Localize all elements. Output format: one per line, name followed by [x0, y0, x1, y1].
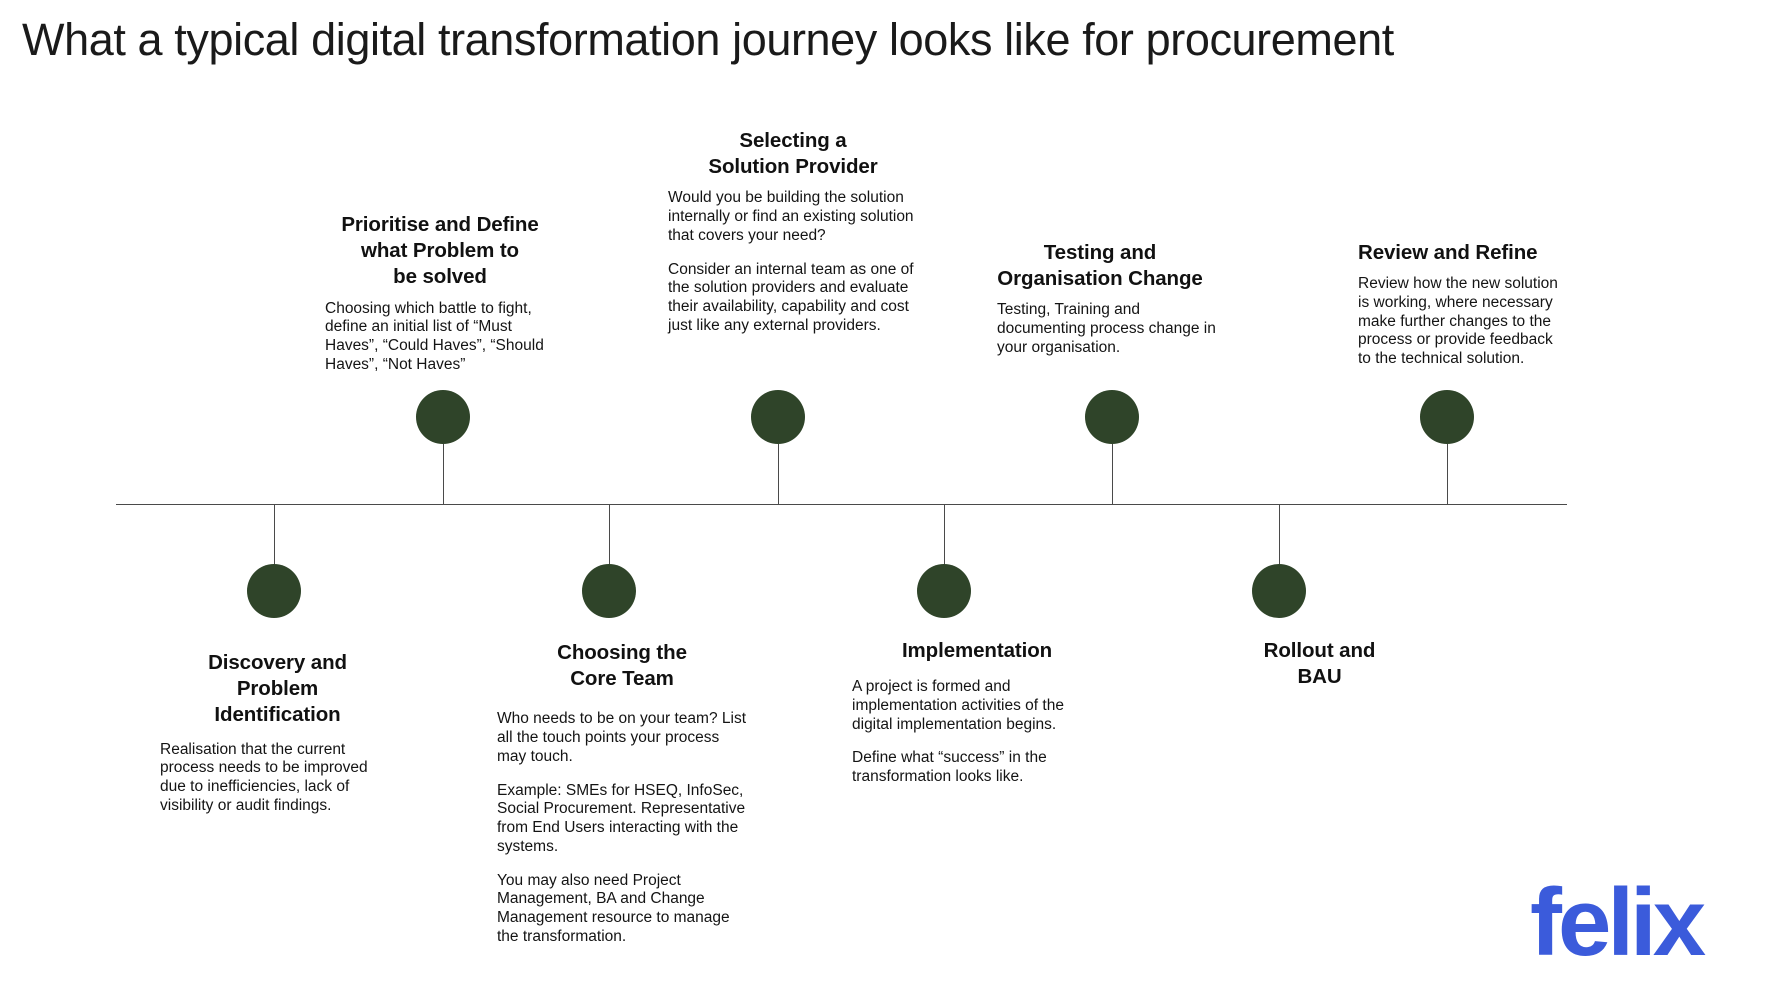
step-paragraph: Who needs to be on your team? List all t… [497, 710, 747, 765]
step-body-testing: Testing, Training and documenting proces… [975, 301, 1225, 357]
step-paragraph: Testing, Training and documenting proces… [997, 301, 1216, 356]
page-title: What a typical digital transformation jo… [22, 14, 1394, 65]
step-heading-review: Review and Refine [1358, 241, 1538, 264]
timeline-stem-rollout [1279, 505, 1280, 565]
step-paragraph: Realisation that the current process nee… [160, 740, 368, 814]
step-paragraph: Would you be building the solution inter… [668, 189, 914, 244]
step-paragraph: You may also need Project Management, BA… [497, 871, 730, 945]
timeline-node-rollout[interactable] [1252, 564, 1306, 618]
step-paragraph: Consider an internal team as one of the … [668, 260, 914, 334]
timeline-stem-discovery [274, 505, 275, 565]
timeline-stem-solution-provider [778, 444, 779, 504]
timeline-node-prioritise[interactable] [416, 390, 470, 444]
step-body-core-team: Who needs to be on your team? List all t… [497, 710, 747, 946]
step-paragraph: Example: SMEs for HSEQ, InfoSec, Social … [497, 781, 746, 855]
timeline-axis [116, 504, 1567, 505]
timeline-node-solution-provider[interactable] [751, 390, 805, 444]
timeline-node-core-team[interactable] [582, 564, 636, 618]
timeline-node-discovery[interactable] [247, 564, 301, 618]
timeline-node-implementation[interactable] [917, 564, 971, 618]
step-paragraph: Choosing which battle to fight, define a… [325, 299, 544, 373]
felix-logo-wordmark: felix [1530, 869, 1706, 976]
timeline-stem-prioritise [443, 444, 444, 504]
step-block-review: Review and Refine Review how the new sol… [1358, 240, 1568, 369]
timeline-node-review[interactable] [1420, 390, 1474, 444]
timeline-stem-implementation [944, 505, 945, 565]
timeline-stem-review [1447, 444, 1448, 504]
timeline-stem-testing [1112, 444, 1113, 504]
step-heading-implementation: Implementation [901, 639, 1053, 662]
step-paragraph: Review how the new solution is working, … [1358, 275, 1558, 368]
step-body-discovery: Realisation that the current process nee… [160, 741, 395, 816]
step-body-prioritise: Choosing which battle to fight, define a… [325, 300, 555, 375]
step-paragraph: A project is formed and implementation a… [852, 678, 1064, 733]
step-block-implementation: Implementation A project is formed and i… [852, 638, 1102, 787]
step-paragraph: Define what “success” in the transformat… [852, 749, 1047, 786]
step-body-solution-provider: Would you be building the solution inter… [668, 189, 918, 335]
step-body-review: Review how the new solution is working, … [1358, 275, 1568, 369]
step-body-implementation: A project is formed and implementation a… [852, 678, 1102, 787]
timeline-node-testing[interactable] [1085, 390, 1139, 444]
timeline-stem-core-team [609, 505, 610, 565]
